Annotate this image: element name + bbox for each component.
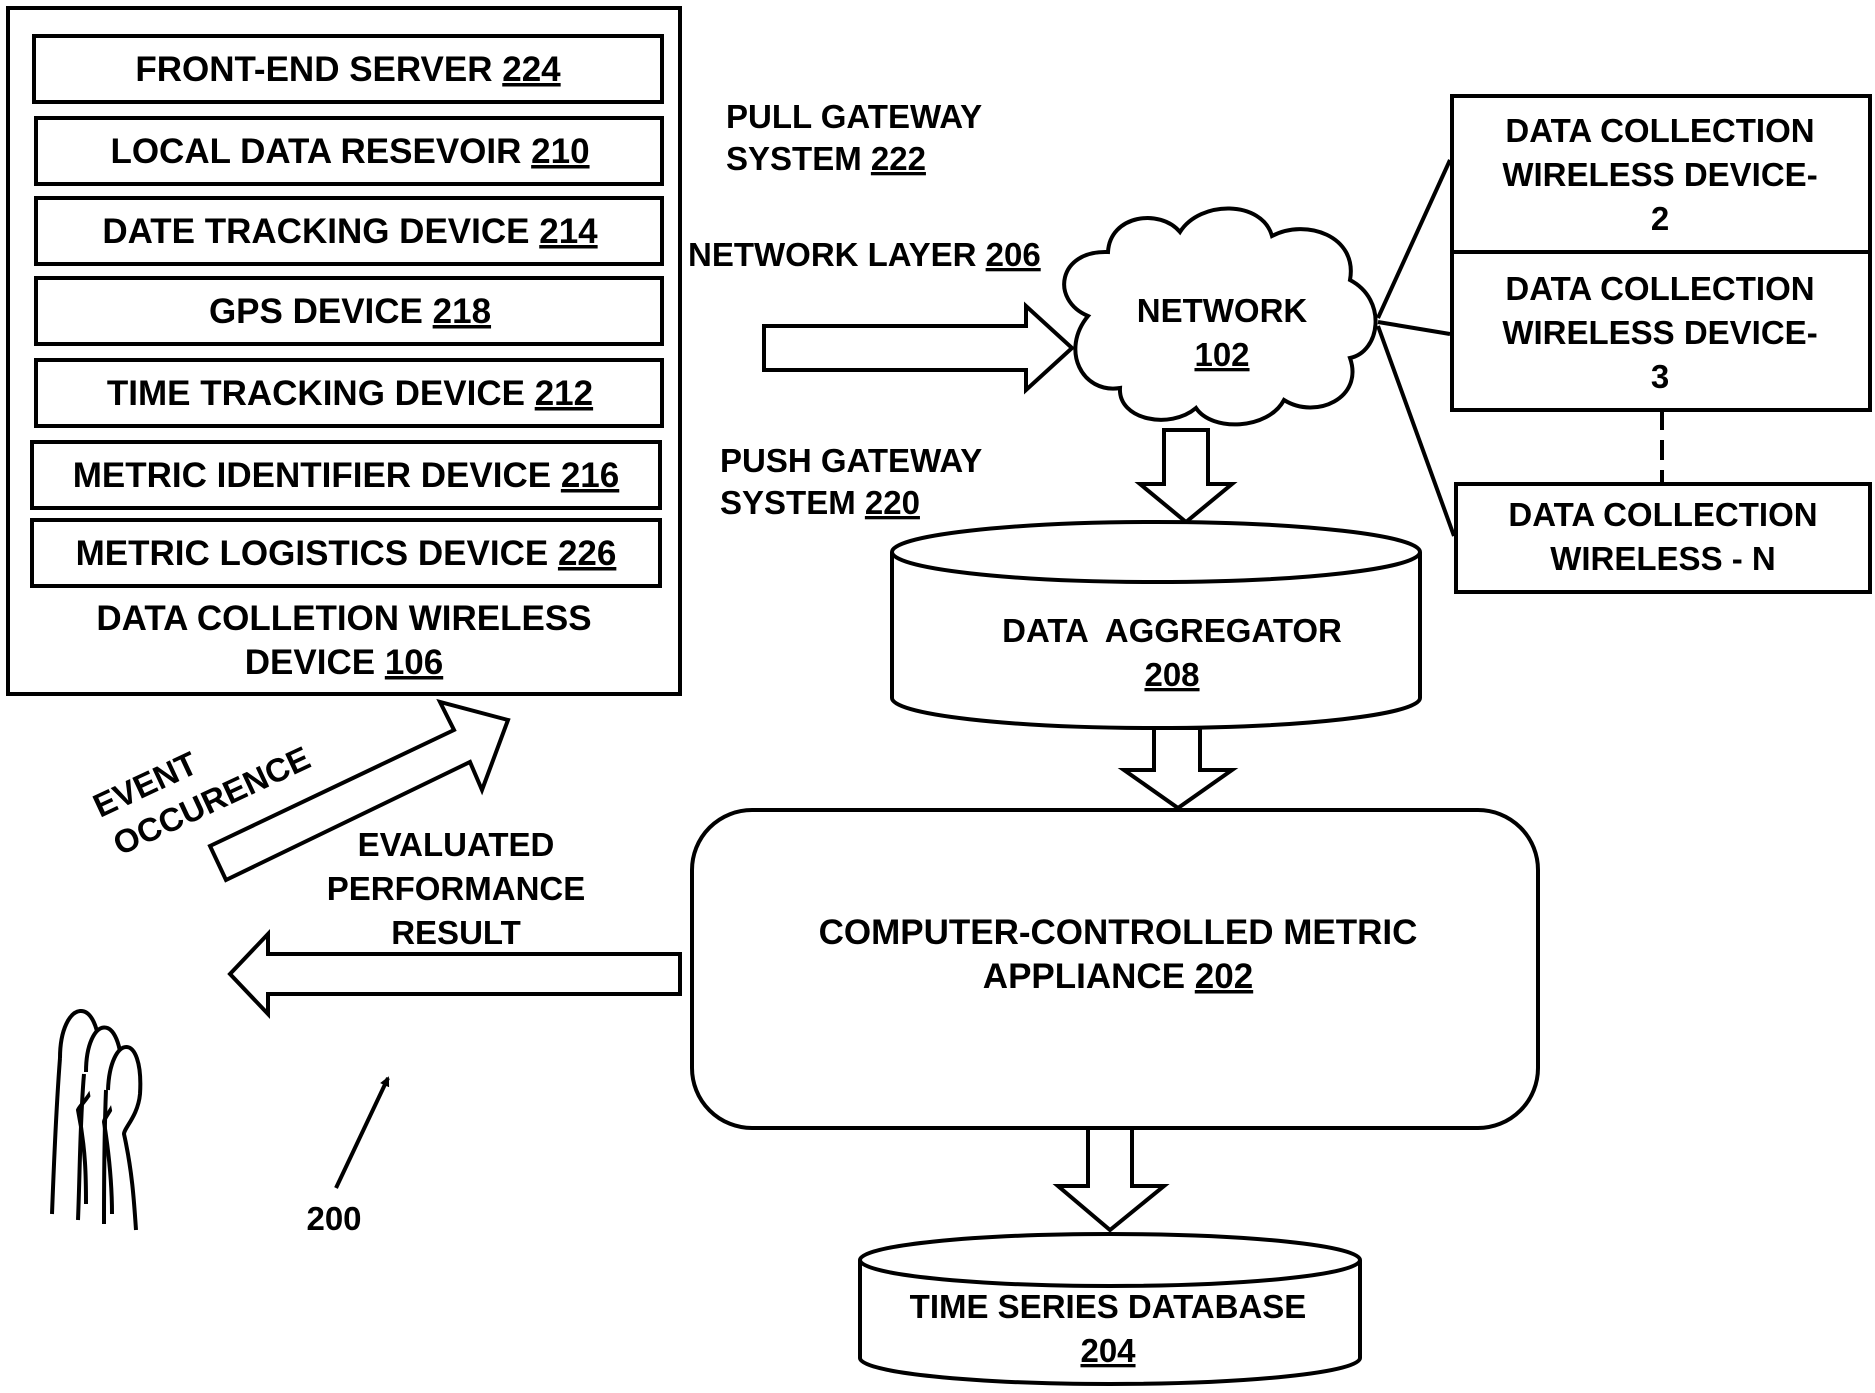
wireless-device-2: DATA COLLECTION WIRELESS DEVICE- 2 [1450, 94, 1872, 254]
data-aggregator-cylinder: DATA AGGREGATOR 208 [890, 520, 1422, 730]
svg-text:SYSTEM 222: SYSTEM 222 [726, 140, 926, 177]
event-occurrence-arrow [207, 698, 511, 883]
svg-text:DATA COLLECTION: DATA COLLECTION [1505, 270, 1814, 307]
component-front-end-server: FRONT-END SERVER 224 [32, 34, 664, 104]
svg-text:SYSTEM 220: SYSTEM 220 [720, 484, 920, 521]
time-series-database-cylinder: TIME SERIES DATABASE 204 [858, 1232, 1362, 1386]
svg-text:LOCAL DATA RESEVOIR 210: LOCAL DATA RESEVOIR 210 [110, 132, 589, 171]
svg-text:GPS DEVICE 218: GPS DEVICE 218 [209, 292, 491, 331]
wireless-device-3: DATA COLLECTION WIRELESS DEVICE- 3 [1450, 250, 1872, 412]
svg-text:TIME TRACKING DEVICE 212: TIME TRACKING DEVICE 212 [107, 374, 593, 413]
figure-ref-label: 200 [306, 1200, 361, 1237]
data-aggregator-label: DATA AGGREGATOR [1002, 612, 1342, 649]
svg-text:3: 3 [1651, 358, 1669, 395]
network-ref: 102 [1194, 336, 1249, 373]
data-collection-wireless-device-106: FRONT-END SERVER 224 LOCAL DATA RESEVOIR… [6, 6, 682, 696]
svg-text:DATE TRACKING DEVICE 214: DATE TRACKING DEVICE 214 [102, 212, 598, 251]
svg-text:PULL GATEWAY: PULL GATEWAY [726, 98, 982, 135]
evaluated-result-arrow [227, 928, 682, 1020]
figure-ref-pointer [334, 1076, 390, 1189]
metric-appliance: COMPUTER-CONTROLLED METRIC APPLIANCE 202 [690, 808, 1540, 1130]
svg-text:METRIC LOGISTICS DEVICE 226: METRIC LOGISTICS DEVICE 226 [76, 534, 617, 573]
data-aggregator-ref: 208 [1144, 656, 1199, 693]
svg-text:WIRELESS DEVICE-: WIRELESS DEVICE- [1502, 156, 1817, 193]
svg-text:FRONT-END SERVER 224: FRONT-END SERVER 224 [135, 50, 561, 89]
component-local-data-resevoir: LOCAL DATA RESEVOIR 210 [34, 116, 664, 186]
svg-text:DATA COLLECTION: DATA COLLECTION [1508, 496, 1817, 533]
network-label: NETWORK [1137, 292, 1308, 329]
time-series-database-label: TIME SERIES DATABASE [910, 1288, 1307, 1325]
svg-text:NETWORK LAYER 206: NETWORK LAYER 206 [688, 236, 1041, 273]
svg-text:PERFORMANCE: PERFORMANCE [327, 870, 586, 907]
svg-text:PUSH GATEWAY: PUSH GATEWAY [720, 442, 982, 479]
component-metric-identifier-device: METRIC IDENTIFIER DEVICE 216 [30, 440, 662, 510]
pull-gateway-label: PULL GATEWAY SYSTEM 222 [726, 98, 982, 177]
svg-text:COMPUTER-CONTROLLED METRIC: COMPUTER-CONTROLLED METRIC [819, 913, 1418, 952]
aggregator-to-appliance-arrow [1117, 726, 1239, 811]
svg-text:WIRELESS - N: WIRELESS - N [1550, 540, 1776, 577]
svg-text:DEVICE 106: DEVICE 106 [245, 643, 443, 682]
component-time-tracking-device: TIME TRACKING DEVICE 212 [34, 358, 664, 428]
device-box-caption: DATA COLLETION WIRELESS [96, 599, 591, 638]
network-connections [1376, 159, 1456, 537]
people-icon [50, 1009, 143, 1231]
push-gateway-label: PUSH GATEWAY SYSTEM 220 [720, 442, 982, 521]
network-input-arrow [762, 301, 1075, 395]
svg-text:APPLIANCE 202: APPLIANCE 202 [983, 957, 1253, 996]
svg-text:2: 2 [1651, 200, 1669, 237]
network-to-aggregator-arrow [1134, 428, 1238, 525]
time-series-database-ref: 204 [1080, 1332, 1136, 1369]
svg-text:METRIC IDENTIFIER DEVICE 216: METRIC IDENTIFIER DEVICE 216 [73, 456, 620, 495]
evaluated-performance-label: EVALUATED PERFORMANCE RESULT [327, 826, 586, 951]
component-date-tracking-device: DATE TRACKING DEVICE 214 [34, 196, 664, 266]
component-gps-device: GPS DEVICE 218 [34, 276, 664, 346]
network-layer-label: NETWORK LAYER 206 [688, 236, 1041, 273]
svg-text:WIRELESS DEVICE-: WIRELESS DEVICE- [1502, 314, 1817, 351]
wireless-device-n: DATA COLLECTION WIRELESS - N [1454, 482, 1872, 594]
svg-text:DATA COLLECTION: DATA COLLECTION [1505, 112, 1814, 149]
appliance-to-database-arrow [1052, 1126, 1170, 1233]
svg-text:EVALUATED: EVALUATED [358, 826, 555, 863]
component-metric-logistics-device: METRIC LOGISTICS DEVICE 226 [30, 518, 662, 588]
svg-text:RESULT: RESULT [391, 914, 521, 951]
network-cloud: NETWORK 102 [1062, 206, 1378, 427]
